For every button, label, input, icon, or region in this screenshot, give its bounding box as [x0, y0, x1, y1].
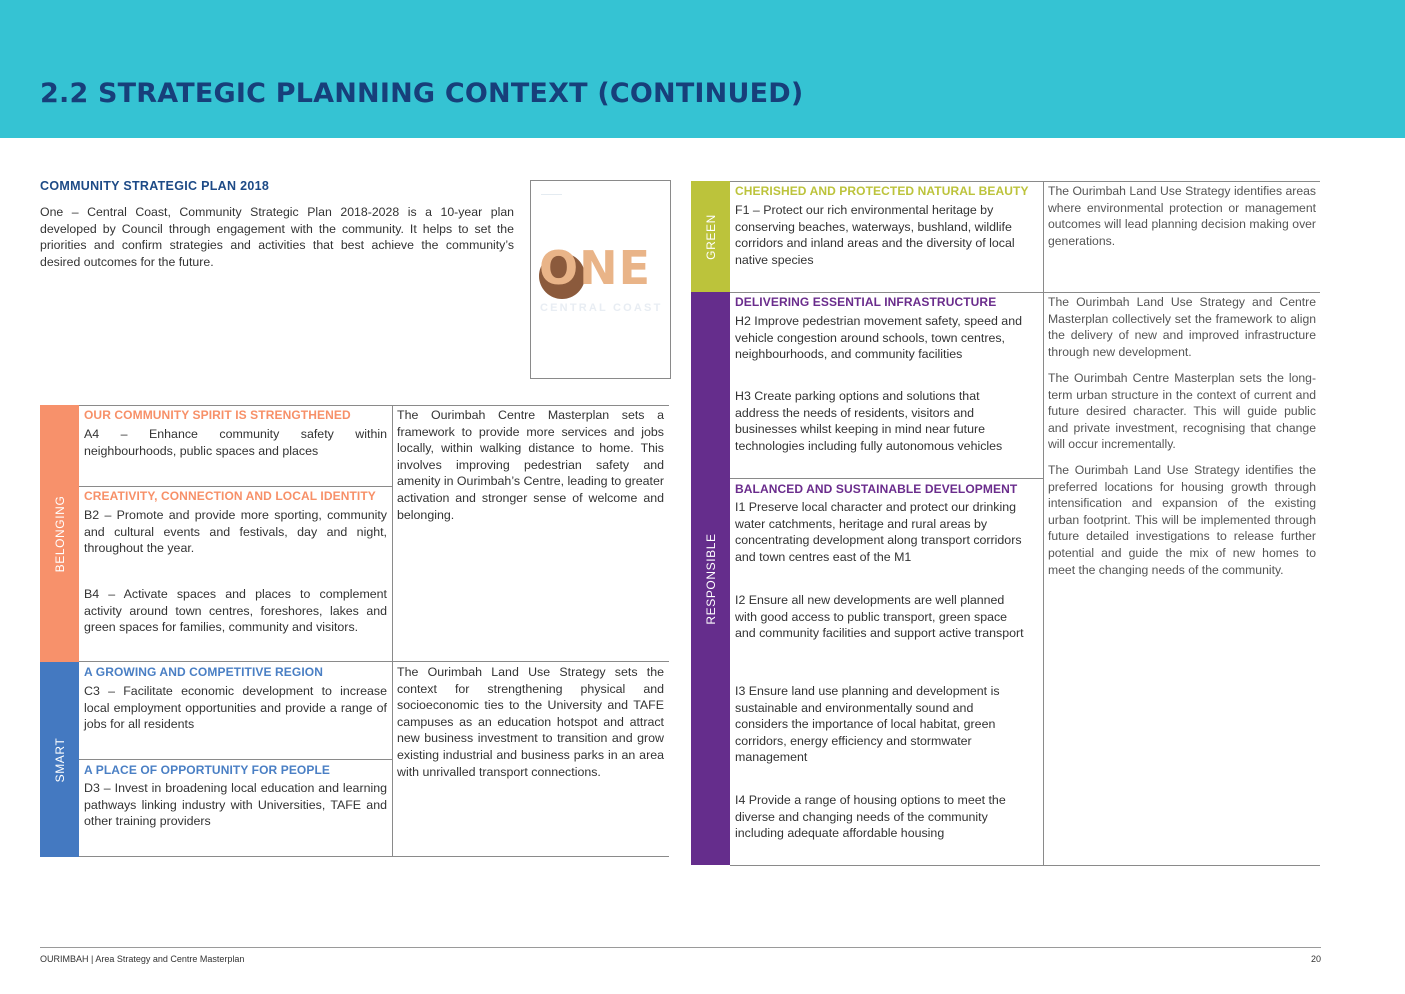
belonging-band: BELONGING: [40, 405, 79, 662]
responsible-heading-1: DELIVERING ESSENTIAL INFRASTRUCTURE: [735, 295, 997, 309]
smart-label: SMART: [52, 737, 67, 782]
cover-photo-circle: [539, 253, 585, 299]
belonging-heading-1: OUR COMMUNITY SPIRIT IS STRENGTHENED: [84, 408, 351, 422]
belonging-text-a4: A4 – Enhance community safety within nei…: [84, 427, 387, 458]
cover-logo-subtitle: CENTRAL COAST: [540, 302, 663, 314]
belonging-label: BELONGING: [52, 495, 67, 572]
green-comment: The Ourimbah Land Use Strategy identifie…: [1048, 184, 1316, 248]
rule: [79, 486, 392, 487]
cover-logo-one: ONE: [539, 241, 652, 295]
green-heading: CHERISHED AND PROTECTED NATURAL BEAUTY: [735, 184, 1029, 198]
rule: [730, 865, 1320, 866]
responsible-text-i1: I1 Preserve local character and protect …: [735, 500, 1022, 564]
page-title: 2.2 STRATEGIC PLANNING CONTEXT (CONTINUE…: [40, 78, 804, 109]
responsible-band: RESPONSIBLE: [691, 292, 730, 865]
smart-heading-1: A GROWING AND COMPETITIVE REGION: [84, 665, 323, 679]
green-label: GREEN: [703, 213, 718, 260]
footer-rule: [40, 947, 1321, 948]
responsible-text-i2: I2 Ensure all new developments are well …: [735, 593, 1024, 641]
rule: [730, 292, 1320, 293]
footer-document-title: OURIMBAH | Area Strategy and Centre Mast…: [40, 954, 245, 964]
csp-cover-image: ——— ONE CENTRAL COAST: [530, 180, 671, 379]
column-divider: [392, 405, 393, 857]
smart-band: SMART: [40, 662, 79, 857]
rule: [79, 661, 669, 662]
rule: [730, 478, 1043, 479]
page-number: 20: [1310, 954, 1321, 964]
responsible-comment-1: The Ourimbah Land Use Strategy and Centr…: [1048, 295, 1316, 359]
rule: [730, 181, 1320, 182]
rule: [79, 405, 669, 406]
responsible-comment-3: The Ourimbah Land Use Strategy identifie…: [1048, 463, 1316, 577]
smart-heading-2: A PLACE OF OPPORTUNITY FOR PEOPLE: [84, 763, 330, 777]
smart-text-c3: C3 – Facilitate economic development to …: [84, 684, 387, 732]
responsible-text-h2: H2 Improve pedestrian movement safety, s…: [735, 314, 1022, 362]
rule: [79, 759, 392, 760]
rule: [79, 856, 669, 857]
belonging-heading-2: CREATIVITY, CONNECTION AND LOCAL IDENTIT…: [84, 489, 376, 503]
green-band: GREEN: [691, 181, 730, 292]
column-divider: [1043, 181, 1044, 866]
belonging-text-b4: B4 – Activate spaces and places to compl…: [84, 587, 387, 635]
responsible-text-i4: I4 Provide a range of housing options to…: [735, 793, 1006, 841]
responsible-label: RESPONSIBLE: [703, 532, 718, 625]
belonging-comment: The Ourimbah Centre Masterplan sets a fr…: [397, 408, 664, 522]
smart-comment: The Ourimbah Land Use Strategy sets the …: [397, 665, 664, 779]
responsible-heading-2: BALANCED AND SUSTAINABLE DEVELOPMENT: [735, 482, 1018, 496]
green-text-f1: F1 – Protect our rich environmental heri…: [735, 203, 1015, 267]
responsible-text-h3: H3 Create parking options and solutions …: [735, 389, 1003, 453]
csp-heading: COMMUNITY STRATEGIC PLAN 2018: [40, 179, 270, 193]
responsible-comment-2: The Ourimbah Centre Masterplan sets the …: [1048, 371, 1316, 452]
smart-text-d3: D3 – Invest in broadening local educatio…: [84, 781, 387, 829]
csp-body: One – Central Coast, Community Strategic…: [40, 205, 514, 269]
belonging-text-b2: B2 – Promote and provide more sporting, …: [84, 508, 387, 556]
header-banner: 2.2 STRATEGIC PLANNING CONTEXT (CONTINUE…: [0, 0, 1405, 138]
cover-small-mark: ———: [541, 191, 562, 198]
responsible-text-i3: I3 Ensure land use planning and developm…: [735, 684, 1000, 765]
